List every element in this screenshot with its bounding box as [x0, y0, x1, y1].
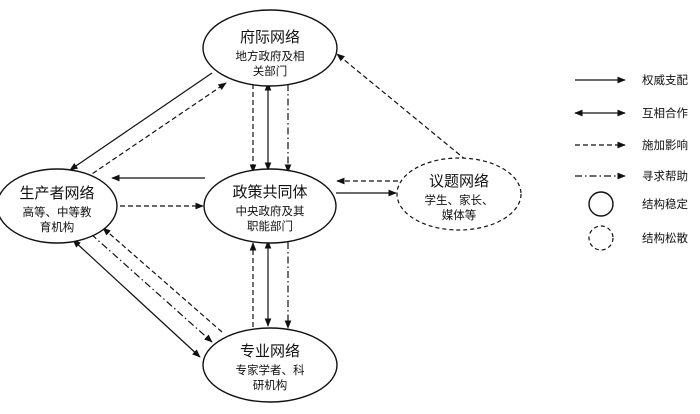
node-issue-sub-line2: 媒体等 — [442, 208, 477, 222]
node-expert-sub-line2: 研机构 — [253, 378, 288, 392]
legend-loose-circle — [588, 225, 614, 251]
node-policy-community: 政策共同体 中央政府及其 职能部门 — [203, 168, 337, 244]
edge-producer-expert-cooperation — [72, 239, 201, 358]
node-government-title: 府际网络 — [240, 28, 300, 46]
legend-authority-label: 权威支配 — [642, 73, 688, 87]
legend-authority: 权威支配 — [575, 73, 688, 87]
node-producer-ellipse — [0, 168, 118, 244]
edge-producer-to-expert-seek-help — [90, 233, 213, 343]
node-policy-sub-line1: 中央政府及其 — [236, 204, 305, 218]
legend-cooperation: 互相合作 — [574, 106, 688, 120]
node-expert-ellipse — [202, 327, 338, 403]
legend-stable-label: 结构稳定 — [642, 197, 688, 211]
edge-government-to-producer-authority — [69, 72, 213, 171]
node-expert-title: 专业网络 — [240, 342, 300, 360]
node-issue-title: 议题网络 — [429, 172, 489, 190]
edge-producer-to-government-influence — [85, 82, 227, 179]
node-policy-sub-line2: 职能部门 — [247, 219, 293, 233]
legend-seek-help: 寻求帮助 — [575, 169, 688, 183]
node-issue-network: 议题网络 学生、家长、 媒体等 — [396, 157, 522, 231]
node-producer-sub-line1: 高等、中等教 — [23, 205, 92, 219]
legend-influence-label: 施加影响 — [642, 138, 688, 152]
legend-loose: 结构松散 — [588, 225, 688, 251]
node-government-sub-line1: 地方政府及相 — [236, 49, 305, 63]
node-producer-sub-line2: 育机构 — [40, 220, 75, 234]
node-producer-network: 生产者网络 高等、中等教 育机构 — [0, 168, 118, 244]
legend-loose-label: 结构松散 — [642, 231, 688, 245]
legend: 权威支配 互相合作 施加影响 寻求帮助 结构稳定 结构松散 — [574, 73, 688, 251]
node-expert-sub-line1: 专家学者、科 — [236, 363, 305, 377]
edge-expert-to-producer-influence — [102, 227, 223, 333]
edges — [69, 53, 467, 358]
node-producer-title: 生产者网络 — [19, 184, 94, 202]
node-government-ellipse — [202, 9, 338, 87]
legend-influence: 施加影响 — [575, 138, 688, 152]
legend-cooperation-label: 互相合作 — [642, 106, 688, 120]
legend-seek-help-label: 寻求帮助 — [642, 169, 688, 183]
node-expert-network: 专业网络 专家学者、科 研机构 — [202, 327, 338, 403]
edge-issue-to-government-influence — [336, 53, 467, 161]
legend-stable: 结构稳定 — [588, 191, 688, 217]
legend-stable-circle — [588, 191, 614, 217]
node-issue-ellipse — [396, 157, 522, 231]
node-government-network: 府际网络 地方政府及相 关部门 — [202, 9, 338, 87]
node-government-sub-line2: 关部门 — [253, 64, 288, 78]
node-issue-sub-line1: 学生、家长、 — [425, 193, 494, 207]
node-policy-ellipse — [203, 168, 337, 244]
node-policy-title: 政策共同体 — [232, 183, 307, 201]
